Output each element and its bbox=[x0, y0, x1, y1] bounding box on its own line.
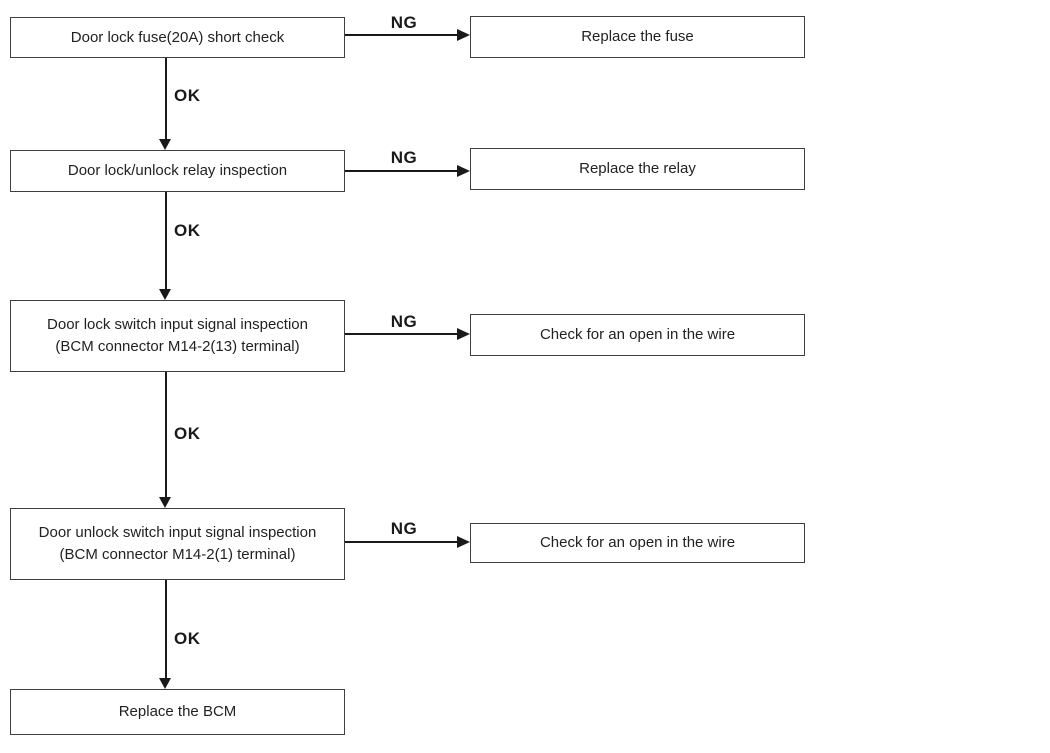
ng-connector-line-3 bbox=[345, 333, 458, 335]
ng-connector-line-4 bbox=[345, 541, 458, 543]
ok-connector-line-3 bbox=[165, 372, 167, 499]
ng-arrowhead-icon-2 bbox=[457, 165, 470, 177]
ng-branch-label-2: NG bbox=[390, 148, 418, 167]
ok-connector-line-4 bbox=[165, 580, 167, 680]
step-lock-switch-signal-inspection: Door lock switch input signal inspection… bbox=[10, 300, 345, 372]
ok-branch-label-3: OK bbox=[174, 424, 201, 443]
ok-branch-label-4: OK bbox=[174, 629, 201, 648]
step-fuse-short-check: Door lock fuse(20A) short check bbox=[10, 17, 345, 58]
ok-arrowhead-icon-1 bbox=[159, 139, 171, 150]
ng-arrowhead-icon-1 bbox=[457, 29, 470, 41]
ok-arrowhead-icon-3 bbox=[159, 497, 171, 508]
ok-arrowhead-icon-2 bbox=[159, 289, 171, 300]
ng-branch-label-4: NG bbox=[390, 519, 418, 538]
result-check-open-wire-1: Check for an open in the wire bbox=[470, 314, 805, 356]
ng-branch-label-1: NG bbox=[390, 13, 418, 32]
ng-branch-label-3: NG bbox=[390, 312, 418, 331]
ok-connector-line-1 bbox=[165, 58, 167, 141]
result-check-open-wire-2: Check for an open in the wire bbox=[470, 523, 805, 563]
ng-connector-line-2 bbox=[345, 170, 458, 172]
ok-branch-label-1: OK bbox=[174, 86, 201, 105]
step-unlock-switch-signal-inspection: Door unlock switch input signal inspecti… bbox=[10, 508, 345, 580]
ng-connector-line-1 bbox=[345, 34, 458, 36]
ok-connector-line-2 bbox=[165, 192, 167, 291]
final-replace-bcm: Replace the BCM bbox=[10, 689, 345, 735]
step-relay-inspection: Door lock/unlock relay inspection bbox=[10, 150, 345, 192]
ng-arrowhead-icon-3 bbox=[457, 328, 470, 340]
ok-branch-label-2: OK bbox=[174, 221, 201, 240]
ok-arrowhead-icon-4 bbox=[159, 678, 171, 689]
result-replace-fuse: Replace the fuse bbox=[470, 16, 805, 58]
ng-arrowhead-icon-4 bbox=[457, 536, 470, 548]
result-replace-relay: Replace the relay bbox=[470, 148, 805, 190]
